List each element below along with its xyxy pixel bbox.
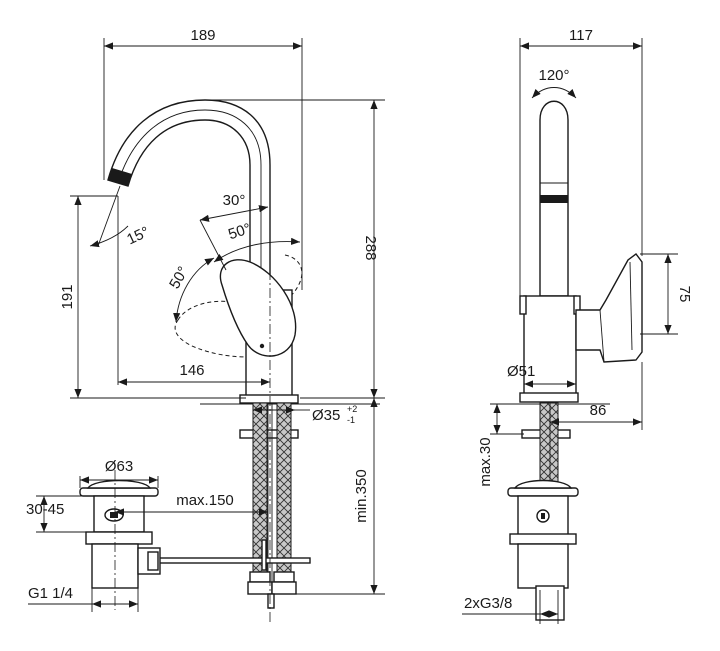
hose-fitting-left	[249, 571, 271, 583]
side-view: 117 120° 75 Ø51 86 max.30 2xG3/8	[462, 27, 693, 624]
dim-350-label: min.350	[353, 469, 370, 522]
dim-50-mid-arc	[213, 237, 301, 263]
dim-3045-label: 30-45	[26, 501, 64, 518]
side-base	[519, 392, 579, 403]
side-lever-line	[599, 309, 605, 363]
dim-30-ext	[199, 219, 227, 271]
handle-alt-position	[174, 300, 284, 358]
side-lever	[575, 253, 643, 363]
dim-150-label: max.150	[176, 492, 234, 509]
waste-connector-slot	[110, 512, 118, 518]
dim-75-label: 75	[676, 286, 693, 303]
dim-63-label: Ø63	[105, 458, 133, 475]
spout-angle-line	[97, 185, 121, 247]
dim-15-label: 15°	[124, 223, 152, 248]
dim-120-label: 120°	[538, 67, 569, 84]
popup-rod-vertical	[261, 539, 267, 571]
dim-86-label: 86	[590, 402, 607, 419]
side-waste-cap	[513, 479, 573, 489]
dim-146-label: 146	[179, 362, 204, 379]
rod-end	[267, 593, 275, 609]
waste-nut	[85, 531, 153, 545]
dim-g38-label: 2xG3/8	[464, 595, 512, 612]
handle-screw	[259, 343, 265, 349]
mixer-base	[239, 394, 299, 404]
side-body-notch	[519, 295, 527, 315]
waste-flange	[79, 487, 159, 497]
dim-50-mid-label: 50°	[226, 220, 253, 243]
dim-50-left-label: 50°	[166, 264, 192, 292]
side-waste-nut	[509, 533, 577, 545]
dim-117-label: 117	[569, 27, 593, 44]
side-body	[523, 295, 577, 397]
hose-nut-left	[247, 581, 273, 595]
dim-50-left-arc	[173, 257, 215, 323]
dim-191-label: 191	[59, 284, 76, 309]
waste-rod-nut	[147, 551, 159, 571]
dim-35-tol-plus: +2	[347, 404, 357, 414]
hose-fitting-right	[273, 571, 295, 583]
dim-35-tol-minus: -1	[347, 415, 355, 425]
dim-max30-label: max.30	[477, 437, 494, 486]
lever-handle	[219, 259, 297, 357]
dim-30-label: 30°	[223, 192, 246, 209]
waste-cap	[86, 479, 152, 489]
dim-288-label: 288	[362, 235, 379, 260]
dim-30-line	[199, 205, 269, 222]
dim-51-label: Ø51	[507, 363, 535, 380]
side-waste-slot	[541, 513, 545, 519]
spout-inner-highlight	[117, 109, 262, 285]
side-waste-flange	[507, 487, 579, 497]
popup-rod-horizontal	[154, 557, 311, 564]
deck-washer	[239, 429, 299, 439]
aerator-tip	[108, 168, 132, 186]
dim-120-arc	[531, 87, 577, 99]
front-view: 189 288 191 146 15° 30° 50° 50° Ø35 +2 -…	[26, 27, 385, 625]
dim-189-label: 189	[190, 27, 215, 44]
side-aerator	[540, 195, 568, 203]
side-lever-detail	[629, 261, 633, 351]
dim-g114-label: G1 1/4	[28, 585, 73, 602]
dim-35-label: Ø35	[312, 407, 340, 424]
dim-15-arc	[89, 225, 129, 248]
hose-right	[276, 402, 292, 574]
side-waste-lower	[517, 543, 569, 589]
hose-nut-right	[271, 581, 297, 595]
